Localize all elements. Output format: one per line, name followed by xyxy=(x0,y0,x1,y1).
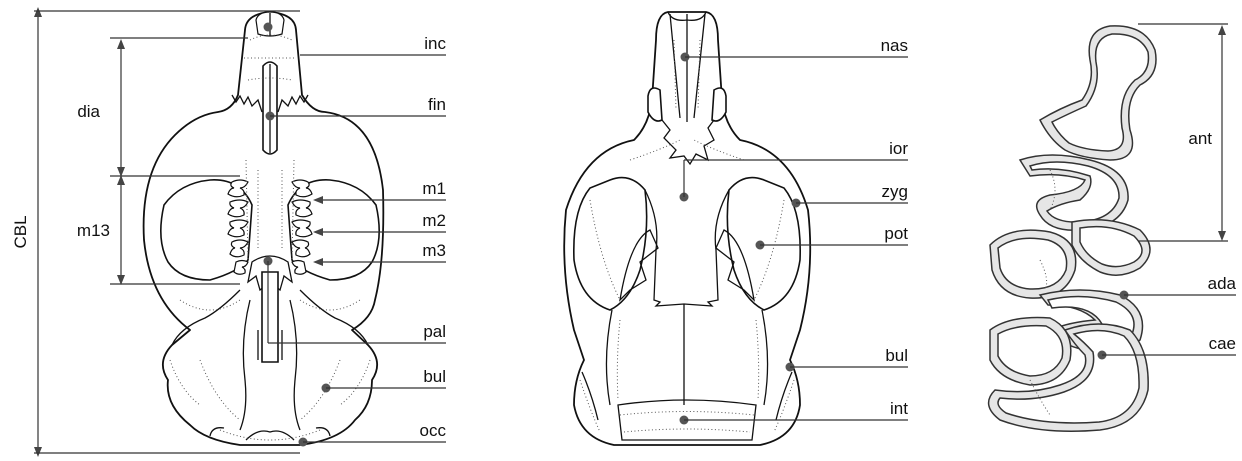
label-bul-ventral: bul xyxy=(423,367,446,386)
molar-drawing xyxy=(989,26,1156,431)
label-pal: pal xyxy=(423,322,446,341)
label-m2: m2 xyxy=(422,211,446,230)
label-m3: m3 xyxy=(422,241,446,260)
leader-bul-dorsal: bul xyxy=(786,346,909,372)
label-bul-dorsal: bul xyxy=(885,346,908,365)
leader-zyg: zyg xyxy=(792,182,909,208)
leader-ada: ada xyxy=(1120,274,1237,300)
label-occ: occ xyxy=(420,421,447,440)
label-inc: inc xyxy=(424,34,446,53)
ventral-skull-drawing xyxy=(144,12,384,445)
label-m1: m1 xyxy=(422,179,446,198)
cbl-label: CBL xyxy=(11,215,30,248)
label-pot: pot xyxy=(884,224,908,243)
label-cae: cae xyxy=(1209,334,1236,353)
label-zyg: zyg xyxy=(882,182,908,201)
label-ada: ada xyxy=(1208,274,1237,293)
dorsal-skull-drawing xyxy=(564,12,810,445)
m13-label: m13 xyxy=(77,221,110,240)
ant-label: ant xyxy=(1188,129,1212,148)
dia-label: dia xyxy=(77,102,100,121)
label-nas: nas xyxy=(881,36,908,55)
label-ior: ior xyxy=(889,139,908,158)
label-fin: fin xyxy=(428,95,446,114)
label-int: int xyxy=(890,399,908,418)
